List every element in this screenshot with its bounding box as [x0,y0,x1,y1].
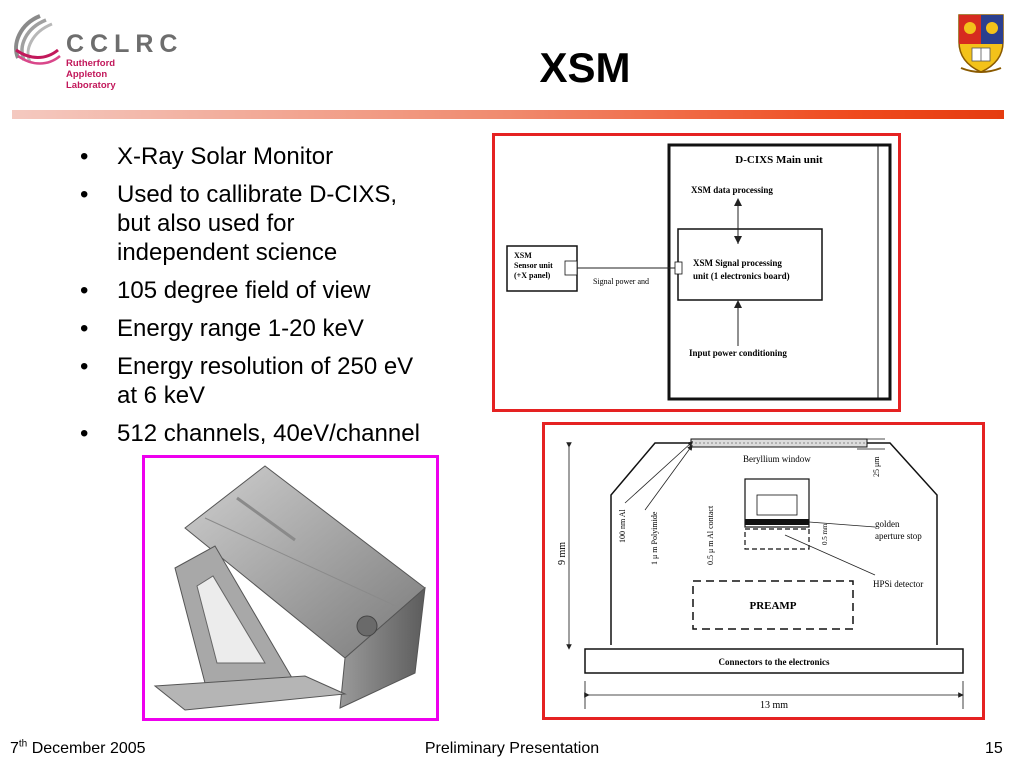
data-processing-label: XSM data processing [691,185,773,195]
footer-title: Preliminary Presentation [424,740,600,757]
preamp-label: PREAMP [749,600,796,612]
housing-outline [610,442,938,645]
dim-9mm-label: 9 mm [557,542,568,565]
power-conditioning-label: Input power conditioning [689,348,787,358]
connectors-label: Connectors to the electronics [718,657,830,667]
bullet-list: • X-Ray Solar Monitor • Used to callibra… [70,142,490,457]
sensor-label-2: Sensor unit [514,261,553,270]
bullet-icon: • [80,181,89,208]
sensor-label-3: (+X panel) [514,271,551,280]
bullet-text: Used to callibrate D-CIXS, [117,181,398,208]
dim-05mm-label: 0.5 mm [821,523,829,545]
footer-date: 7th December 2005 [10,738,146,758]
sensor-render-image [142,455,439,721]
hpsi-detector [744,528,810,550]
footer-date-suffix: th [18,738,28,750]
bullet-item: • 105 degree field of view [70,276,490,305]
university-crest-icon [958,14,1004,73]
beryllium-window-label: Beryllium window [743,454,811,464]
bullet-item: • 512 channels, 40eV/channel [70,419,490,448]
signal-power-label: Signal power and [593,277,649,286]
aperture-stop [745,519,809,525]
logo-text: CCLRC [66,30,184,58]
bullet-item: • Used to callibrate D-CIXS, but also us… [70,180,490,267]
main-unit-box [667,143,892,401]
footer-date-day: 7 [10,740,19,757]
bullet-icon: • [80,420,89,447]
sensor-cross-section-figure: Beryllium window 25 μm 100 nm Al 1 μ m P… [542,422,985,720]
golden-label-1: golden [875,519,900,529]
bullet-item: • Energy resolution of 250 eV at 6 keV [70,352,490,410]
bullet-icon: • [80,353,89,380]
dim-25um-label: 25 μm [872,456,881,477]
sensor-render-icon [153,465,426,711]
bullet-icon: • [80,277,89,304]
main-unit-title: D-CIXS Main unit [735,154,823,166]
bullet-text: Energy range 1-20 keV [117,315,364,342]
polyimide-label: 1 μ m Polyimide [650,511,659,565]
block-diagram: D-CIXS Main unit XSM data processing XSM… [506,143,892,401]
al-contact-label: 0.5 μ m Al contact [706,505,715,565]
bullet-text: 512 channels, 40eV/channel [117,420,420,447]
aperture-housing [744,478,810,528]
golden-label-2: aperture stop [875,531,922,541]
bullet-text: at 6 keV [117,382,206,409]
bullet-icon: • [80,143,89,170]
sensor-cross-section: Beryllium window 25 μm 100 nm Al 1 μ m P… [557,438,964,711]
footer-date-rest: December 2005 [27,740,146,757]
bullet-text: Energy resolution of 250 eV [117,353,414,380]
logo-subtitle: Rutherford Appleton Laboratory [66,58,116,91]
al-100nm-label: 100 nm Al [618,508,627,543]
slide-title: XSM [539,44,631,91]
block-diagram-figure: D-CIXS Main unit XSM data processing XSM… [492,133,901,412]
bullet-text: independent science [117,239,338,266]
hpsi-label: HPSi detector [873,579,923,589]
signal-processing-label-2: unit (1 electronics board) [693,271,790,281]
preamp-box [692,580,854,630]
bullet-item: • X-Ray Solar Monitor [70,142,490,171]
header-rule [12,110,1004,119]
signal-processing-label: XSM Signal processing [693,258,782,268]
bullet-icon: • [80,315,89,342]
bullet-text: X-Ray Solar Monitor [117,143,334,170]
swirl-icon [14,14,61,65]
sensor-label-1: XSM [514,251,532,260]
bullet-text: but also used for [117,210,295,237]
connectors-bar [584,648,964,674]
bullet-item: • Energy range 1-20 keV [70,314,490,343]
bullet-text: 105 degree field of view [117,277,371,304]
dim-13mm-label: 13 mm [760,700,788,711]
page-number: 15 [985,740,1003,757]
